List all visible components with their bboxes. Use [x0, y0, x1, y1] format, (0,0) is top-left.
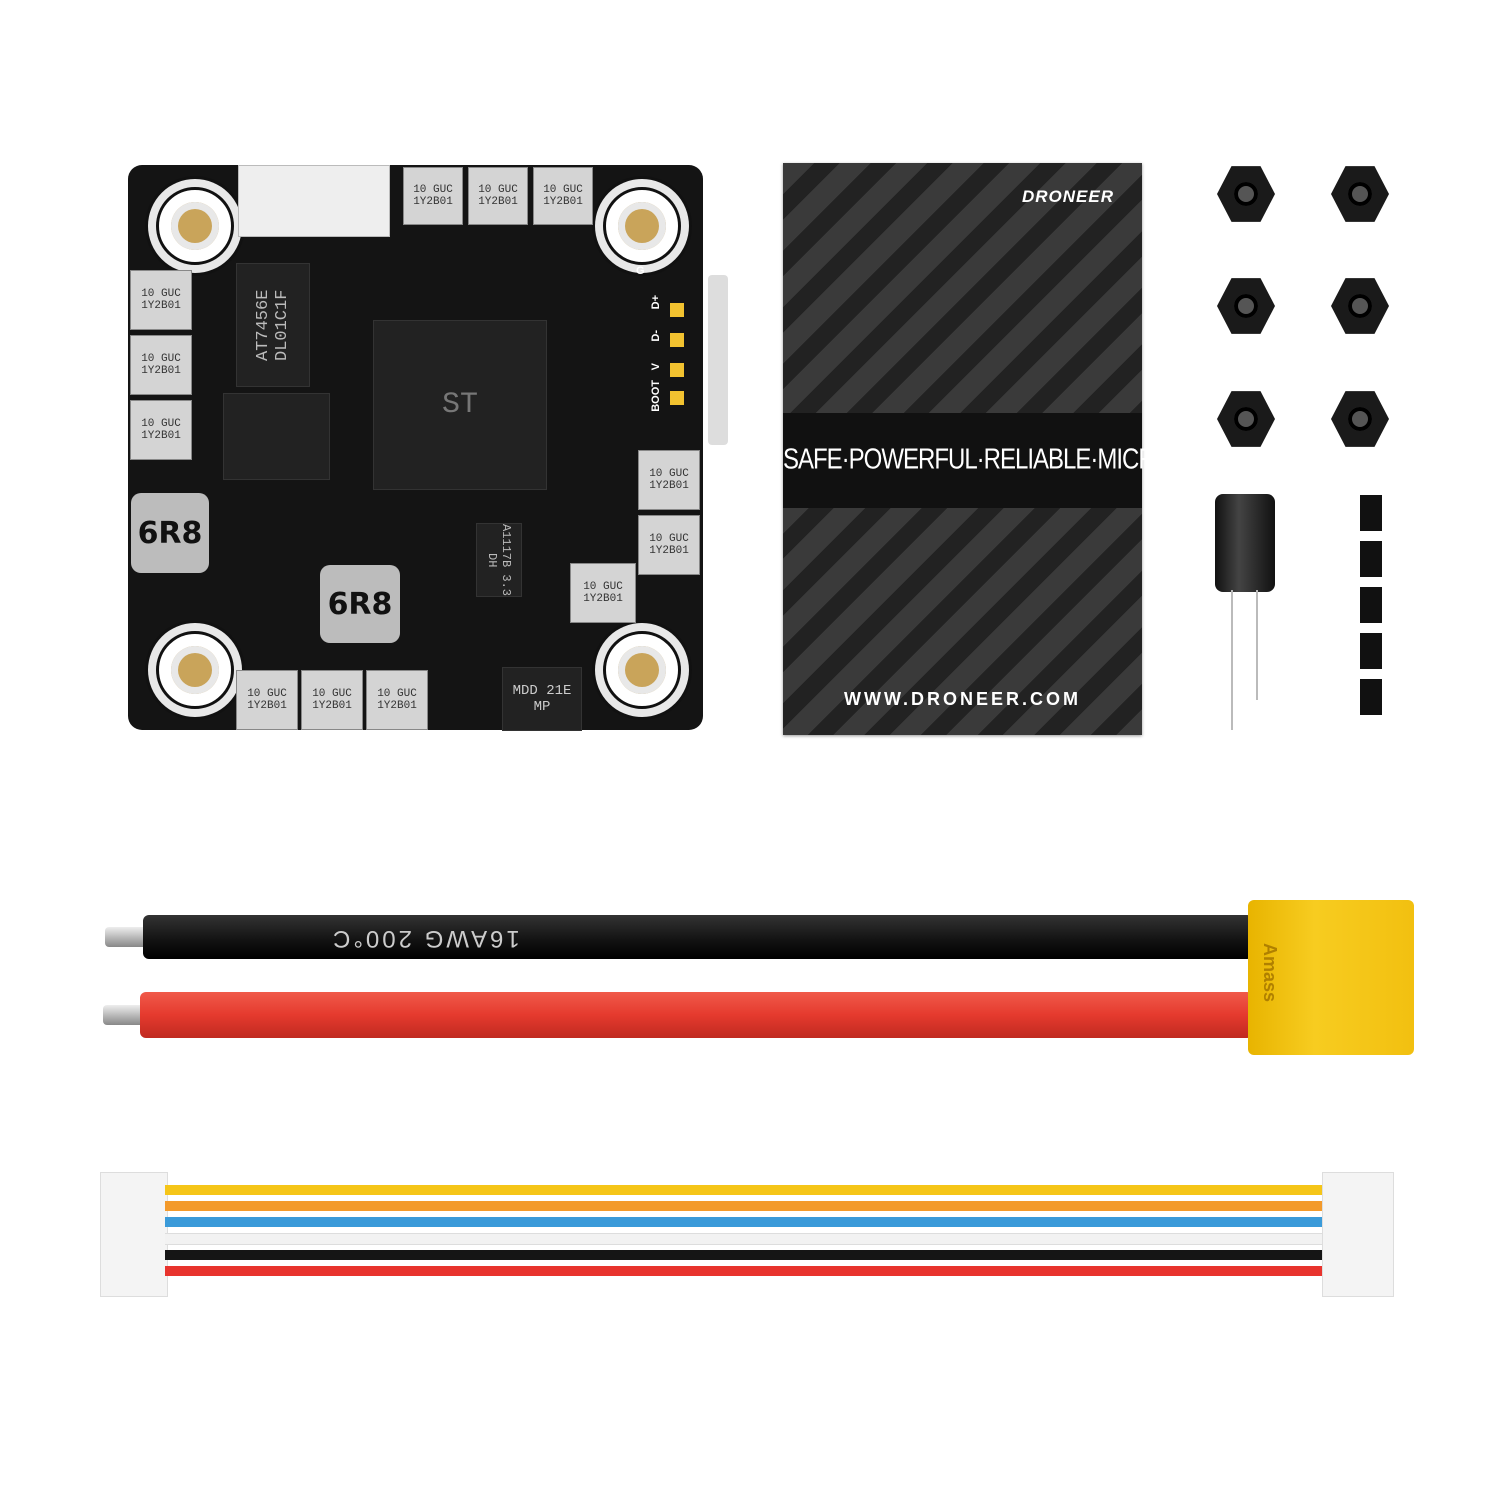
power-inductor: 6R8 [131, 493, 209, 573]
diode: MDD 21E MP [502, 667, 582, 731]
blue-wire [165, 1217, 1325, 1227]
inductor: 10 GUC 1Y2B01 [301, 670, 363, 730]
nylon-nut [1217, 278, 1275, 334]
mount-hole [603, 631, 681, 709]
power-inductor: 6R8 [320, 565, 400, 643]
inductor: 10 GUC 1Y2B01 [533, 167, 593, 225]
jst-connector [238, 165, 390, 237]
pad-boot [670, 391, 684, 405]
red-power-wire [140, 992, 1253, 1038]
inductor: 10 GUC 1Y2B01 [570, 563, 636, 623]
inductor: 10 GUC 1Y2B01 [638, 450, 700, 510]
pad-dm [670, 333, 684, 347]
inductor: 10 GUC 1Y2B01 [468, 167, 528, 225]
nylon-nut [1217, 391, 1275, 447]
white-wire [165, 1233, 1325, 1245]
slogan: SAFE·POWERFUL·RELIABLE·MICRO [783, 443, 1173, 476]
inductor: 10 GUC 1Y2B01 [638, 515, 700, 575]
manual-card: DRONEER SAFE·POWERFUL·RELIABLE·MICRO WWW… [783, 163, 1173, 735]
black-wire [165, 1250, 1325, 1260]
wire-print: 16AWG 200°C [330, 925, 520, 952]
xt60-connector: Amass [1248, 900, 1414, 1055]
mcu-chip: ST [373, 320, 547, 490]
pad-label-boot: BOOT [650, 380, 662, 412]
red-wire [165, 1266, 1325, 1276]
spacer-stack [1360, 495, 1382, 725]
inductor: 10 GUC 1Y2B01 [403, 167, 463, 225]
capacitor-lead [1231, 590, 1233, 730]
yellow-wire [165, 1185, 1325, 1195]
nylon-nut [1331, 166, 1389, 222]
pad-label-dp: D+ [650, 295, 662, 310]
mount-hole [156, 187, 234, 265]
inductor: 10 GUC 1Y2B01 [130, 270, 192, 330]
mount-hole [156, 631, 234, 709]
usb-port [708, 275, 728, 445]
pad-label-g: G [636, 265, 645, 277]
mount-hole [603, 187, 681, 265]
osd-chip: AT7456E DL01C1F [236, 263, 310, 387]
inductor: 10 GUC 1Y2B01 [130, 400, 192, 460]
nylon-nut [1331, 391, 1389, 447]
inductor: 10 GUC 1Y2B01 [236, 670, 298, 730]
black-power-wire [143, 915, 1253, 959]
wire-tip [105, 927, 150, 947]
connector-brand: Amass [1260, 942, 1281, 1003]
nylon-nut [1217, 166, 1275, 222]
card-band [783, 413, 1142, 508]
flight-controller-board: 10 GUC 1Y2B01 10 GUC 1Y2B01 10 GUC 1Y2B0… [128, 165, 728, 731]
gyro-chip [223, 393, 330, 480]
nylon-nut [1331, 278, 1389, 334]
wire-tip [103, 1005, 148, 1025]
inductor: 10 GUC 1Y2B01 [130, 335, 192, 395]
jst-connector-left [100, 1172, 168, 1297]
website: WWW.DRONEER.COM [844, 689, 1081, 709]
pad-v [670, 363, 684, 377]
capacitor-lead [1256, 590, 1258, 700]
orange-wire [165, 1201, 1325, 1211]
jst-connector-right [1322, 1172, 1394, 1297]
inductor: 10 GUC 1Y2B01 [366, 670, 428, 730]
pad-label-v: V [650, 363, 662, 371]
capacitor [1215, 494, 1275, 592]
brand-logo: DRONEER [1021, 187, 1114, 206]
pad-dp [670, 303, 684, 317]
regulator: A1117B 3.3 DH [476, 523, 522, 597]
pad-label-dm: D- [650, 330, 662, 342]
